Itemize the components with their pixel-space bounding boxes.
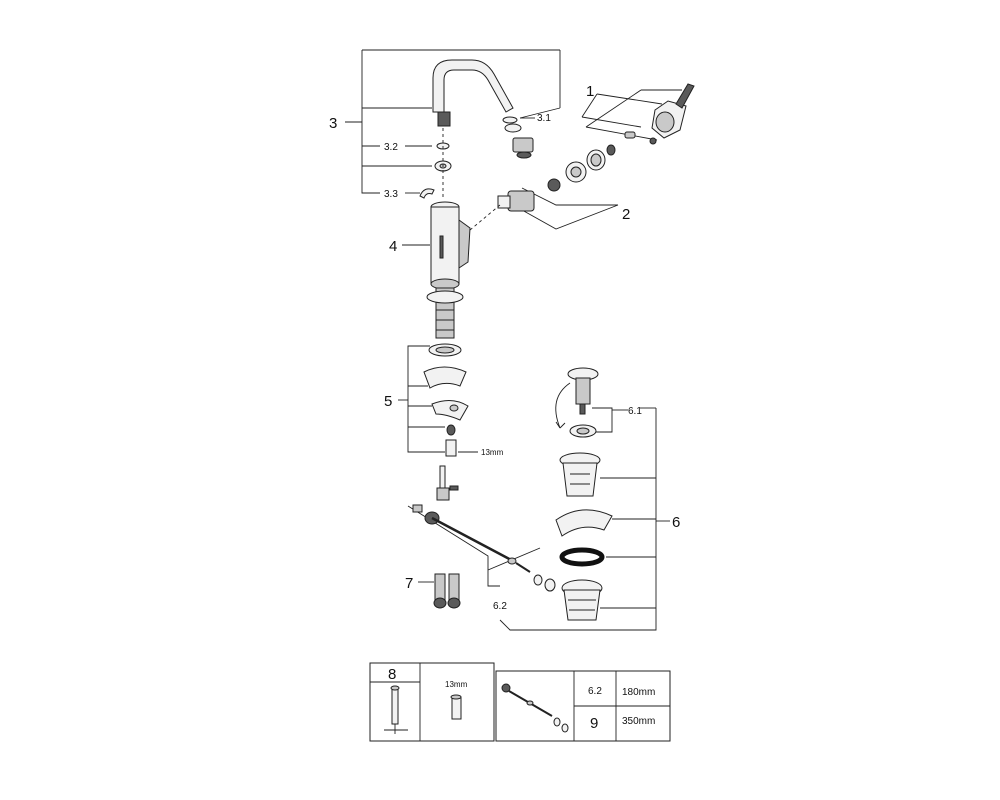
- callout-3-2: 3.2: [384, 142, 398, 153]
- tool-number: 8: [388, 666, 396, 683]
- callout-6-bracket: [499, 407, 670, 631]
- callout-3-bracket: [345, 49, 561, 194]
- callout-5-size: 13mm: [481, 448, 504, 457]
- rod-label: 6.2: [588, 686, 602, 697]
- socket-tool: [450, 694, 462, 720]
- cartridge: [497, 144, 616, 212]
- tool-size: 13mm: [445, 680, 468, 689]
- callout-3: 3: [329, 115, 337, 132]
- parts-table: [369, 662, 671, 742]
- spout-clip: [419, 188, 435, 199]
- callout-1-bracket: [581, 89, 682, 141]
- alt-label: 9: [590, 715, 598, 732]
- spout: [432, 59, 514, 127]
- handle-lever: [624, 83, 695, 145]
- rod-assembly: [501, 683, 569, 733]
- callout-6-1: 6.1: [628, 406, 642, 417]
- mixer-body: [430, 201, 471, 290]
- callout-6: 6: [672, 514, 680, 531]
- fixing-set: [423, 343, 469, 457]
- callout-2-bracket: [521, 187, 619, 230]
- callout-5-bracket: [398, 345, 478, 453]
- tool-key: [384, 685, 408, 734]
- callout-3-1: 3.1: [537, 113, 551, 124]
- aerator: [502, 116, 534, 159]
- callout-2: 2: [622, 206, 630, 223]
- callout-7: 7: [405, 575, 413, 592]
- waste-set: [555, 367, 613, 621]
- callout-4: 4: [389, 238, 397, 255]
- rod-length: 180mm: [622, 687, 655, 698]
- flex-hoses: [426, 287, 464, 339]
- callout-3-3: 3.3: [384, 189, 398, 200]
- callout-1: 1: [586, 83, 594, 100]
- alt-length: 350mm: [622, 716, 655, 727]
- callout-6-2: 6.2: [493, 601, 507, 612]
- callout-5: 5: [384, 393, 392, 410]
- connection-hoses: [433, 573, 461, 609]
- pop-up-rod: [412, 465, 556, 592]
